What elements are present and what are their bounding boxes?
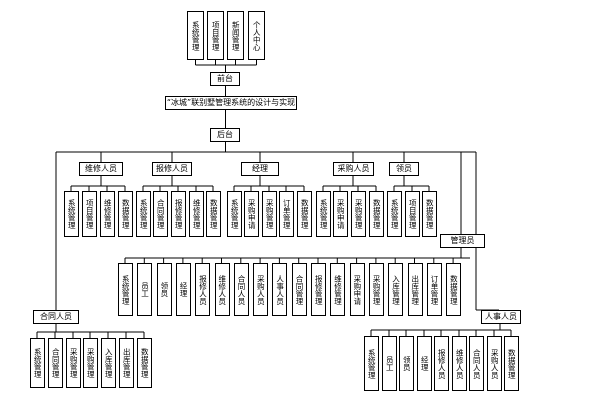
role-item-manager: 系统管理 bbox=[227, 191, 242, 237]
role-item-contract: 采购管理 bbox=[83, 338, 98, 388]
role-item-purchase: 数据管理 bbox=[369, 191, 384, 237]
role-item-admin: 领员 bbox=[156, 263, 172, 316]
role-box-hr: 人事人员 bbox=[481, 310, 521, 324]
role-box-manager: 经理 bbox=[241, 162, 279, 176]
back-box: 后台 bbox=[210, 128, 240, 142]
role-box-report: 报修人员 bbox=[152, 162, 192, 176]
role-item-purchase: 系统管理 bbox=[316, 191, 331, 237]
role-item-purchase: 采购管理 bbox=[351, 191, 366, 237]
role-item-maint: 项目管理 bbox=[82, 191, 97, 237]
role-item-report: 维修管理 bbox=[189, 191, 204, 237]
front-module-box: 个人中心 bbox=[248, 11, 265, 60]
role-item-purchase: 采购申请 bbox=[333, 191, 348, 237]
role-item-maint: 维修管理 bbox=[100, 191, 115, 237]
role-item-admin: 报修管理 bbox=[311, 263, 326, 316]
role-item-admin: 员工 bbox=[137, 263, 153, 316]
role-item-hr: 数据管理 bbox=[504, 336, 519, 391]
role-item-hr: 员工 bbox=[382, 336, 397, 391]
role-item-hr: 系统管理 bbox=[364, 336, 379, 391]
role-item-hr: 经理 bbox=[417, 336, 432, 391]
role-box-purchase: 采购人员 bbox=[333, 162, 374, 176]
role-item-report: 报修管理 bbox=[171, 191, 186, 237]
role-item-manager: 数据管理 bbox=[297, 191, 312, 237]
role-item-admin: 数据管理 bbox=[446, 263, 462, 316]
role-item-hr: 报修人员 bbox=[434, 336, 449, 391]
role-item-admin: 合同管理 bbox=[291, 263, 307, 316]
role-item-admin: 入库管理 bbox=[388, 263, 404, 316]
role-item-admin: 经理 bbox=[175, 263, 191, 316]
system-title-box: “冰城”联别墅管理系统的设计与实现 bbox=[165, 96, 297, 110]
role-item-contract: 采购管理 bbox=[66, 338, 81, 388]
role-item-contract: 合同管理 bbox=[48, 338, 63, 388]
role-item-hr: 领员 bbox=[399, 336, 414, 391]
front-module-box: 系统管理 bbox=[187, 11, 204, 60]
role-item-admin: 系统管理 bbox=[118, 263, 133, 316]
role-item-hr: 维修人员 bbox=[452, 336, 467, 391]
role-item-hr: 采购人员 bbox=[487, 336, 502, 391]
role-item-maint: 系统管理 bbox=[64, 191, 79, 237]
role-item-admin: 采购人员 bbox=[253, 263, 269, 316]
role-box-worker: 领员 bbox=[389, 162, 419, 176]
role-item-admin: 订单管理 bbox=[426, 263, 442, 316]
role-item-worker: 系统管理 bbox=[387, 191, 402, 237]
role-item-manager: 采购管理 bbox=[262, 191, 277, 237]
role-item-contract: 系统管理 bbox=[30, 338, 45, 388]
role-box-maint: 维修人员 bbox=[79, 162, 123, 176]
role-item-hr: 合同人员 bbox=[469, 336, 484, 391]
role-item-admin: 报修人员 bbox=[195, 263, 211, 316]
role-item-admin: 采购申请 bbox=[349, 263, 365, 316]
role-item-maint: 数据管理 bbox=[118, 191, 133, 237]
role-item-admin: 人事人员 bbox=[272, 263, 288, 316]
front-module-box: 项目管理 bbox=[207, 11, 224, 60]
role-item-manager: 采购申请 bbox=[244, 191, 259, 237]
role-item-worker: 项目管理 bbox=[405, 191, 420, 237]
role-item-admin: 采购管理 bbox=[368, 263, 384, 316]
role-item-contract: 出库管理 bbox=[119, 338, 134, 388]
role-item-admin: 出库管理 bbox=[407, 263, 423, 316]
role-item-contract: 数据管理 bbox=[137, 338, 152, 388]
role-item-report: 合同管理 bbox=[153, 191, 168, 237]
role-item-report: 系统管理 bbox=[136, 191, 151, 237]
front-module-box: 新闻管理 bbox=[227, 11, 244, 60]
role-box-contract: 合同人员 bbox=[33, 310, 79, 324]
role-item-admin: 维修人员 bbox=[214, 263, 230, 316]
role-item-contract: 入库管理 bbox=[101, 338, 116, 388]
role-item-worker: 数据管理 bbox=[422, 191, 437, 237]
role-box-admin: 管理员 bbox=[440, 234, 485, 248]
front-box: 前台 bbox=[210, 72, 240, 86]
role-item-manager: 订单管理 bbox=[279, 191, 294, 237]
role-item-admin: 合同人员 bbox=[233, 263, 249, 316]
role-item-admin: 维修管理 bbox=[330, 263, 346, 316]
role-item-report: 数据管理 bbox=[206, 191, 221, 237]
